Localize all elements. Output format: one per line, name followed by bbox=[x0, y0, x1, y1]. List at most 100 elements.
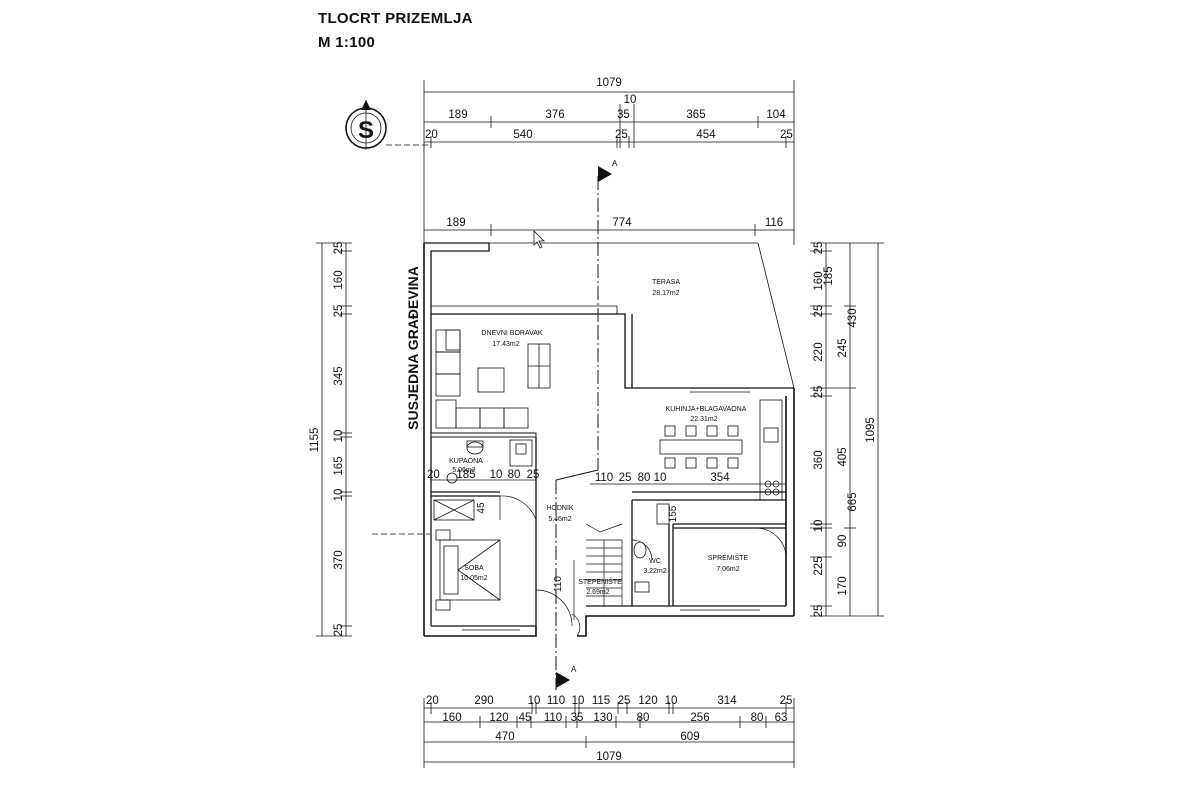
room-name: SOBA bbox=[464, 565, 484, 572]
dim-label: 45 bbox=[476, 502, 487, 514]
page-title: TLOCRT PRIZEMLJA bbox=[318, 10, 473, 27]
dim-label: 290 bbox=[474, 695, 493, 707]
room-labels: TERASA 28.17m2 DNEVNI BORAVAK 17.43m2 KU… bbox=[449, 279, 748, 596]
interior-vertical-dims: 45 155 110 bbox=[476, 502, 679, 592]
dim-label: 170 bbox=[837, 576, 849, 595]
dim-label: 20 bbox=[425, 129, 438, 141]
dim-label: 540 bbox=[513, 129, 532, 141]
room-area: 3.22m2 bbox=[643, 568, 666, 575]
sofa bbox=[435, 329, 551, 429]
dim-label: 665 bbox=[847, 492, 859, 511]
section-line bbox=[555, 166, 612, 690]
dim-label: 10 bbox=[654, 472, 667, 484]
dim-label: 25 bbox=[780, 695, 793, 707]
room-area: 22.31m2 bbox=[690, 416, 717, 423]
dim-label: 63 bbox=[775, 712, 788, 724]
section-marker-top: A bbox=[612, 159, 618, 168]
dim-label: 10 bbox=[572, 695, 585, 707]
dim-label: 189 bbox=[446, 217, 465, 229]
room-name: HODNIK bbox=[546, 505, 574, 512]
room-name: SPREMIŠTE bbox=[708, 553, 749, 562]
dim-label: 245 bbox=[837, 338, 849, 357]
dim-label: 25 bbox=[618, 695, 631, 707]
dim-label: 10 bbox=[333, 430, 345, 443]
room-area: 5.06m2 bbox=[452, 467, 475, 474]
dim-label: 220 bbox=[813, 342, 825, 361]
windows bbox=[462, 387, 760, 631]
dimension-ticks-top bbox=[423, 80, 795, 245]
dim-label: 10 bbox=[624, 94, 637, 106]
bottom-dimensions: 20 290 10 110 10 115 25 120 10 314 25 16… bbox=[426, 695, 792, 763]
dim-label: 80 bbox=[751, 712, 764, 724]
dim-label: 345 bbox=[333, 366, 345, 385]
dim-label: 185 bbox=[823, 266, 835, 285]
dim-label: 110 bbox=[544, 712, 562, 724]
dim-label: 25 bbox=[619, 472, 632, 484]
dim-label: 25 bbox=[527, 469, 540, 481]
dim-label: 376 bbox=[545, 109, 564, 121]
dim-overall-top: 1079 bbox=[596, 77, 622, 89]
dim-label: 130 bbox=[593, 712, 612, 724]
dim-label: 225 bbox=[813, 556, 825, 575]
dim-label: 20 bbox=[426, 695, 439, 707]
dim-label: 35 bbox=[571, 712, 584, 724]
dim-label: 405 bbox=[837, 447, 849, 466]
dining-table bbox=[659, 425, 743, 469]
dim-label: 25 bbox=[813, 305, 825, 318]
dim-label: 609 bbox=[680, 731, 699, 743]
dim-label: 160 bbox=[442, 712, 461, 724]
room-area: 10.05m2 bbox=[460, 575, 487, 582]
dim-label: 104 bbox=[766, 109, 786, 121]
room-area: 2.69m2 bbox=[586, 589, 609, 596]
room-name: KUHINJA+BLAGAVAONA bbox=[666, 406, 747, 413]
dim-label: 25 bbox=[333, 305, 345, 318]
dim-label: 25 bbox=[813, 242, 825, 255]
dim-label: 10 bbox=[490, 469, 503, 481]
dim-label: 774 bbox=[612, 217, 632, 229]
room-name: DNEVNI BORAVAK bbox=[481, 330, 543, 337]
dim-label: 110 bbox=[595, 472, 613, 484]
kitchen-counter bbox=[759, 399, 783, 501]
dim-label: 35 bbox=[617, 109, 630, 121]
dim-label: 80 bbox=[638, 472, 651, 484]
dim-label: 10 bbox=[665, 695, 678, 707]
dim-label: 365 bbox=[686, 109, 705, 121]
neighbor-building-label: SUSJEDNA GRAĐEVINA bbox=[405, 266, 421, 430]
mouse-cursor-icon bbox=[533, 230, 545, 249]
dim-label: 10 bbox=[333, 489, 345, 502]
north-arrow-icon: S bbox=[345, 100, 387, 150]
dim-label: 454 bbox=[696, 129, 716, 141]
dim-label: 354 bbox=[710, 472, 730, 484]
dim-label: 25 bbox=[780, 129, 793, 141]
dim-label: 25 bbox=[615, 129, 628, 141]
dim-overall-left: 1155 bbox=[309, 428, 321, 453]
room-area: 17.43m2 bbox=[492, 341, 519, 348]
dim-label: 25 bbox=[813, 386, 825, 399]
wardrobe bbox=[433, 499, 475, 521]
dim-overall-bottom: 1079 bbox=[596, 751, 622, 763]
dim-label: 110 bbox=[553, 576, 564, 592]
dim-label: 165 bbox=[333, 456, 345, 475]
dim-label: 25 bbox=[813, 605, 825, 618]
room-area: 7.06m2 bbox=[716, 566, 739, 573]
dim-label: 20 bbox=[427, 469, 440, 481]
dim-overall-right: 1095 bbox=[865, 417, 877, 443]
dim-label: 80 bbox=[508, 469, 521, 481]
room-area: 28.17m2 bbox=[652, 290, 679, 297]
bathroom-fixtures bbox=[446, 439, 533, 484]
scale-label: M 1:100 bbox=[318, 34, 376, 51]
section-marker-bottom: A bbox=[571, 665, 577, 674]
dim-label: 185 bbox=[456, 469, 475, 481]
room-name: TERASA bbox=[652, 279, 680, 286]
dim-label: 115 bbox=[592, 695, 610, 707]
room-name: STEPENIŠTE bbox=[578, 577, 622, 586]
dim-label: 160 bbox=[333, 270, 345, 289]
dim-label: 116 bbox=[765, 217, 783, 229]
dim-label: 45 bbox=[519, 712, 532, 724]
dim-label: 110 bbox=[547, 695, 565, 707]
dim-label: 430 bbox=[847, 308, 859, 327]
dim-label: 120 bbox=[489, 712, 508, 724]
dim-label: 160 bbox=[813, 271, 825, 290]
dim-label: 25 bbox=[333, 624, 345, 637]
